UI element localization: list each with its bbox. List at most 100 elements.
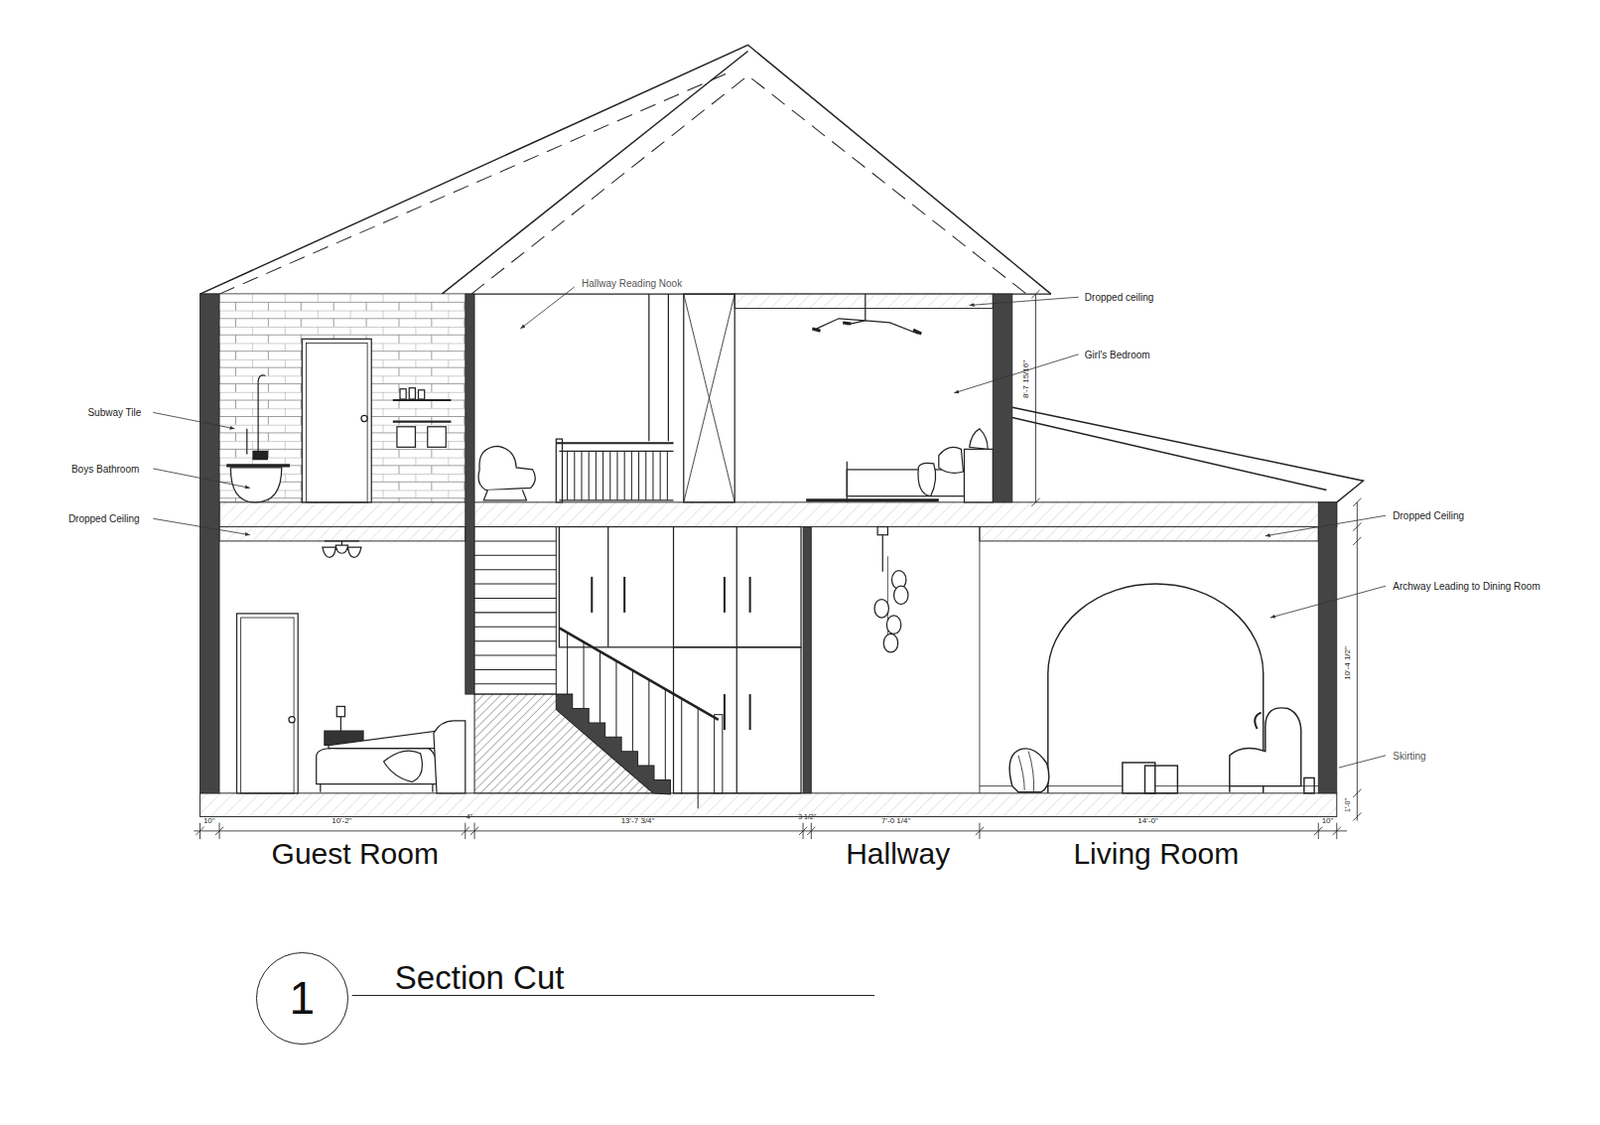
railing [566,450,568,500]
guest-room-furniture [316,747,437,784]
railing [609,450,611,500]
guest-room-furniture [237,613,299,794]
railing [645,450,647,500]
staircase [714,714,723,794]
staircase [474,611,556,613]
dimension-lines [193,829,1347,831]
bathroom-fixtures [361,414,368,421]
railing [567,450,668,500]
staircase [632,669,634,752]
light-fixtures [815,318,919,334]
roof [471,75,1027,294]
staircase [566,632,568,694]
cabinets [623,576,626,613]
reading-nook [558,450,673,452]
leader-lines [152,286,1386,768]
staircase [558,627,718,720]
slabs [979,527,1319,541]
staircase [474,540,556,684]
dimension-text: 14'-0" [1137,815,1158,825]
cabinets [558,527,801,794]
bathroom-fixtures [408,388,415,400]
reading-nook [648,293,650,441]
guest-room-furniture [336,705,345,716]
cabinets [749,693,752,730]
reading-nook [683,293,735,503]
dimension-lines [195,822,204,839]
dimension-text: 3 1/2" [798,813,816,822]
living-room [978,527,980,794]
living-room [1304,777,1315,793]
dimension-lines [1352,498,1361,821]
dimension-text: 10'-2" [331,815,352,825]
staircase [680,697,682,794]
guest-room-furniture [433,720,466,794]
guest-room-furniture [431,784,433,793]
reading-nook [478,293,735,503]
guest-room-furniture [288,716,295,723]
dimension-text: 10" [203,815,216,825]
living-room [1254,712,1261,729]
staircase [555,693,670,795]
dimension-lines [470,822,479,839]
railing [624,450,626,500]
bathroom-fixtures [253,450,267,459]
leader-lines [1265,515,1386,536]
cabinets [736,527,738,648]
dimension-lines [461,822,470,839]
staircase [474,527,723,809]
living-room [1018,751,1035,792]
living-room [1229,707,1302,793]
cabinets [723,576,726,613]
guest-room-furniture [237,613,466,794]
cabinets [590,576,593,613]
leader-lines [1270,585,1386,618]
walls [1318,502,1337,794]
bathroom-fixtures [258,375,266,384]
girls-bedroom-furniture [846,461,848,503]
bathroom-fixtures [226,463,290,467]
staircase [665,688,667,780]
roof [200,44,1364,503]
staircase [474,554,556,556]
dimension-lines [799,822,807,839]
callout-label: Dropped Ceiling [68,513,140,525]
staircase [474,597,556,599]
dimension-lines [1035,293,1037,503]
cabinets [607,527,609,648]
callout-number: 1 [288,974,315,1021]
staircase [474,640,556,642]
slabs [219,502,1337,528]
reading-nook [478,445,535,490]
bathroom-fixtures [230,467,281,503]
bathroom-fixtures [400,389,406,400]
dimension-lines [215,822,224,839]
bathroom-fixtures [257,383,259,452]
walls [200,293,221,794]
dimension-lines [1314,822,1323,839]
railing [660,450,662,500]
staircase [474,568,556,570]
dimension-text: 10" [1322,815,1334,825]
reading-nook [558,499,673,501]
light-fixtures [811,322,922,334]
reading-nook [683,293,735,503]
dimension-text: 13'-7 3/4" [621,815,656,825]
leader-lines [152,411,235,428]
reading-nook [683,293,735,503]
slabs [200,793,1337,817]
guest-room-furniture [328,730,437,748]
railing [602,450,604,500]
drawing-title: Section Cut [395,959,565,996]
leader-lines [969,296,1079,305]
dimension-lines [975,822,984,839]
girls-bedroom-furniture [964,448,994,502]
cabinets [672,527,674,648]
girls-bedroom-furniture [969,428,989,450]
light-fixtures [322,293,922,653]
girls-bedroom-furniture [805,428,993,503]
dimension-lines [195,822,1340,839]
leader-lines [520,286,574,329]
bathroom-fixtures [418,390,425,400]
railing [573,450,575,500]
